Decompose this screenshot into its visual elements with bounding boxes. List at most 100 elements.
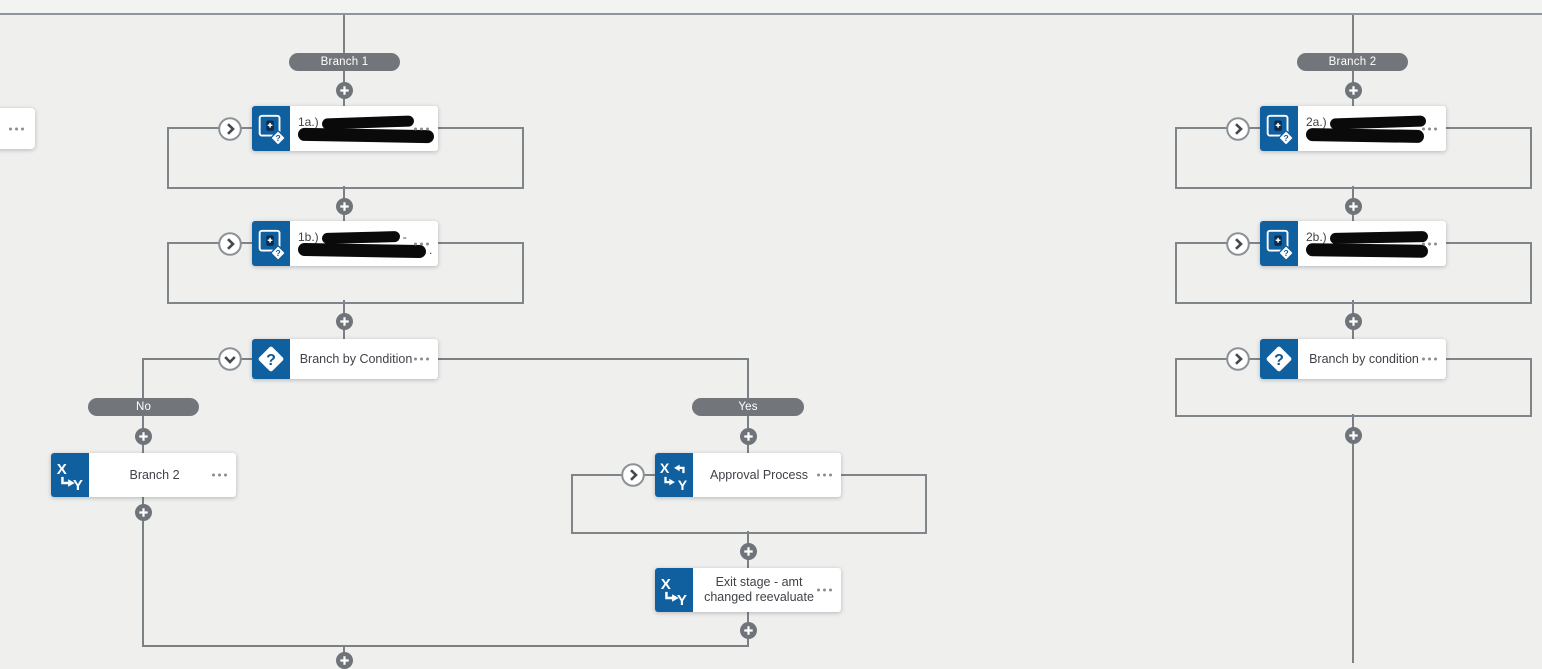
svg-text:?: ?	[1283, 133, 1288, 143]
expand-toggle[interactable]	[1226, 116, 1250, 141]
node-2a[interactable]: ? 2a.)	[1260, 106, 1446, 151]
node-branch-by-condition[interactable]: ? Branch by Condition	[252, 339, 438, 379]
add-action-button[interactable]	[1344, 81, 1362, 99]
add-action-button[interactable]	[739, 427, 757, 445]
chevron-right-icon	[218, 116, 242, 141]
redaction-scribble	[1305, 127, 1425, 143]
add-plus-icon	[335, 197, 353, 215]
chevron-right-icon	[1226, 116, 1250, 141]
diamond-question-icon: ?	[252, 339, 290, 379]
node-1a[interactable]: ? 1a.)	[252, 106, 438, 151]
node-menu-button[interactable]	[817, 473, 832, 477]
offscreen-node-card[interactable]	[0, 108, 35, 149]
add-plus-icon	[1344, 312, 1362, 330]
add-plus-icon	[1344, 197, 1362, 215]
svg-text:X: X	[57, 461, 67, 478]
add-plus-icon	[739, 542, 757, 560]
svg-text:?: ?	[275, 133, 280, 143]
add-action-button[interactable]	[335, 312, 353, 330]
add-action-button[interactable]	[335, 651, 353, 669]
expand-toggle[interactable]	[218, 116, 242, 141]
node-menu-button[interactable]	[414, 127, 429, 130]
parallel-branches-top-connector	[0, 13, 1542, 15]
node-title: Branch by Condition	[299, 351, 413, 366]
redaction-scribble	[1329, 230, 1428, 244]
canvas-top-strip	[0, 0, 1542, 13]
branch2-label-pill[interactable]: Branch 2	[1297, 53, 1408, 71]
node-menu-button[interactable]	[1422, 357, 1437, 361]
chevron-right-icon	[621, 463, 645, 487]
node-title-suffix: .	[429, 243, 433, 257]
redaction-scribble	[1329, 114, 1426, 130]
node-menu-button[interactable]	[1422, 242, 1437, 245]
redaction-scribble	[1305, 242, 1429, 258]
add-plus-icon	[739, 621, 757, 639]
svg-text:?: ?	[266, 351, 276, 369]
node-title-suffix: -	[402, 230, 407, 244]
add-action-button[interactable]	[1344, 197, 1362, 215]
add-plus-icon	[135, 427, 152, 445]
node-title-prefix: 1b.)	[298, 230, 319, 244]
add-action-button[interactable]	[1344, 312, 1362, 330]
connector-line	[142, 496, 144, 647]
action-with-question-badge-icon: ?	[252, 106, 290, 151]
add-plus-icon	[135, 503, 152, 521]
chevron-right-icon	[1226, 231, 1250, 256]
node-title: Branch 2	[129, 467, 180, 482]
add-plus-icon	[739, 427, 757, 445]
svg-text:?: ?	[1274, 351, 1284, 369]
action-with-question-badge-icon: ?	[1260, 221, 1298, 266]
expand-toggle[interactable]	[218, 231, 242, 256]
node-menu-button[interactable]	[1422, 127, 1437, 130]
add-action-button[interactable]	[335, 81, 353, 99]
node-branch-by-condition-2[interactable]: ? Branch by condition	[1260, 339, 1446, 379]
expand-toggle[interactable]	[621, 463, 645, 487]
add-action-button[interactable]	[335, 197, 353, 215]
node-1b[interactable]: ? 1b.)- .	[252, 221, 438, 266]
node-menu-button[interactable]	[212, 473, 227, 477]
node-title: Approval Process	[710, 467, 808, 482]
add-plus-icon	[335, 651, 353, 669]
condition-yes-pill[interactable]: Yes	[692, 398, 804, 416]
node-menu-button[interactable]	[414, 242, 429, 245]
add-plus-icon	[1344, 426, 1362, 444]
branch1-label-pill[interactable]: Branch 1	[289, 53, 400, 71]
add-action-button[interactable]	[739, 621, 757, 639]
node-menu-button[interactable]	[817, 588, 832, 592]
svg-text:Y: Y	[678, 478, 688, 493]
svg-text:X: X	[661, 576, 671, 593]
node-title: Exit stage - amt changed reevaluate	[704, 575, 814, 604]
action-with-question-badge-icon: ?	[1260, 106, 1298, 151]
collapse-toggle[interactable]	[218, 347, 242, 371]
node-title-prefix: 2b.)	[1306, 230, 1327, 244]
redaction-scribble	[297, 242, 427, 258]
add-action-button[interactable]	[1344, 426, 1362, 444]
svg-text:Y: Y	[677, 592, 687, 608]
node-menu-button[interactable]	[414, 357, 429, 361]
node-2b[interactable]: ? 2b.)	[1260, 221, 1446, 266]
chevron-right-icon	[1226, 347, 1250, 371]
add-plus-icon	[335, 312, 353, 330]
expand-toggle[interactable]	[1226, 347, 1250, 371]
condition-no-connector	[142, 358, 252, 360]
node-menu-button[interactable]	[9, 127, 24, 130]
add-action-button[interactable]	[135, 427, 152, 445]
expand-toggle[interactable]	[1226, 231, 1250, 256]
condition-no-pill[interactable]: No	[88, 398, 199, 416]
connector-line	[1352, 414, 1354, 663]
node-title-prefix: 1a.)	[298, 115, 319, 129]
chevron-down-icon	[218, 347, 242, 371]
add-plus-icon	[1344, 81, 1362, 99]
add-action-button[interactable]	[739, 542, 757, 560]
condition-yes-connector	[438, 358, 749, 360]
add-action-button[interactable]	[135, 503, 152, 521]
chevron-right-icon	[218, 231, 242, 256]
redaction-scribble	[321, 114, 414, 130]
add-plus-icon	[335, 81, 353, 99]
redaction-scribble	[321, 230, 400, 244]
